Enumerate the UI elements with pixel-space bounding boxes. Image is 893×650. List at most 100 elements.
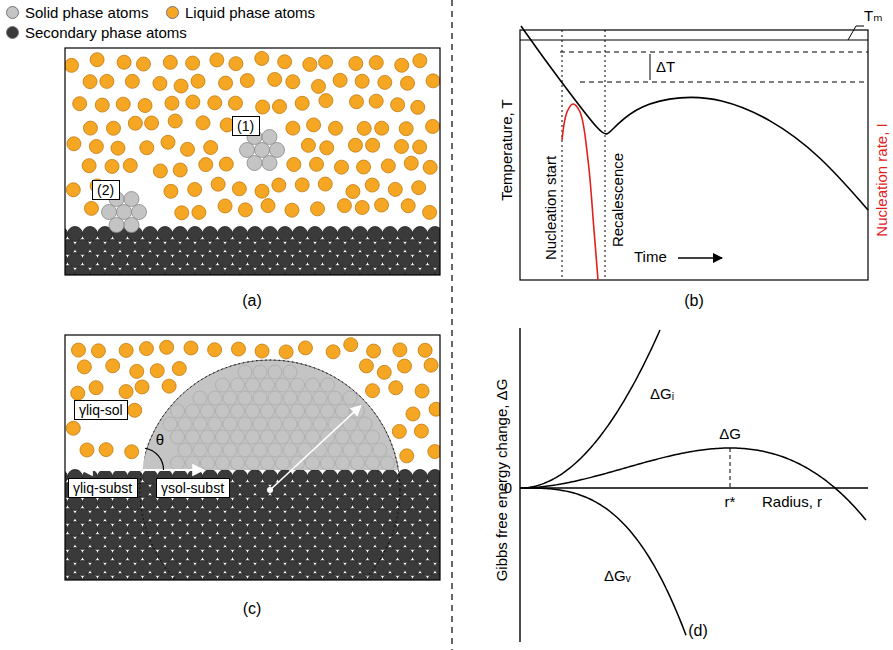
substrate-atom	[353, 253, 368, 268]
liquid-atom	[285, 203, 299, 217]
substrate-atom	[353, 548, 368, 563]
liquid-atom	[344, 338, 358, 352]
substrate-atom	[128, 574, 143, 581]
substrate-atom	[165, 509, 180, 524]
liquid-atom	[172, 362, 186, 376]
time-arrow	[678, 257, 722, 259]
solid-atom	[240, 143, 255, 158]
substrate-atom	[188, 253, 203, 268]
liquid-atom	[388, 182, 402, 196]
substrate-atom	[150, 240, 165, 255]
substrate-atom	[83, 548, 98, 563]
substrate-atom	[383, 548, 398, 563]
substrate-atom	[75, 561, 90, 576]
liquid-atom	[295, 96, 309, 110]
liquid-atom	[89, 140, 103, 154]
substrate-atom	[413, 496, 428, 511]
substrate-atom	[338, 522, 353, 537]
liquid-atom	[65, 58, 79, 72]
liquid-atom	[231, 342, 245, 356]
substrate-atom	[188, 227, 203, 242]
liquid-atom	[334, 160, 348, 174]
text-label: ΔT	[656, 59, 675, 76]
liquid-atom	[119, 385, 133, 399]
legend-swatch	[6, 6, 19, 19]
substrate-atom	[135, 509, 150, 524]
substrate-atom	[383, 227, 398, 242]
substrate-atom	[248, 522, 263, 537]
liquid-atom	[375, 121, 389, 135]
substrate-atom	[68, 548, 83, 563]
liquid-atom	[400, 76, 414, 90]
legend-text: Liquid phase atoms	[185, 4, 315, 21]
substrate-atom	[75, 535, 90, 550]
liquid-atom	[130, 364, 144, 378]
liquid-atom	[375, 198, 389, 212]
text-label: 0	[504, 480, 512, 497]
solid-nucleus	[140, 360, 400, 470]
substrate-atom	[225, 535, 240, 550]
substrate-atom	[278, 496, 293, 511]
liquid-atom	[161, 135, 175, 149]
liquid-atom	[84, 201, 98, 215]
substrate-atom	[120, 535, 135, 550]
text-label: Time	[634, 249, 667, 266]
liquid-atom	[191, 74, 205, 88]
substrate-atom	[315, 509, 330, 524]
substrate-atom	[413, 253, 428, 268]
substrate-atom	[383, 496, 398, 511]
substrate-atom	[270, 509, 285, 524]
legend-entry: Liquid phase atoms	[166, 4, 315, 21]
substrate-atom	[420, 266, 435, 276]
liquid-atom	[310, 157, 324, 171]
substrate-atom	[240, 535, 255, 550]
liquid-atom	[359, 359, 373, 373]
liquid-atom	[377, 365, 391, 379]
substrate-atom	[270, 266, 285, 276]
substrate-atom	[360, 483, 375, 498]
liquid-atom	[367, 344, 381, 358]
substrate-atom	[203, 522, 218, 537]
liquid-atom	[426, 119, 440, 133]
substrate-atom	[90, 561, 105, 576]
substrate-atom	[255, 561, 270, 576]
substrate-atom	[135, 266, 150, 276]
substrate-atom	[173, 227, 188, 242]
substrate-atom	[240, 483, 255, 498]
liquid-atom	[320, 141, 334, 155]
text-label: (b)	[684, 292, 704, 310]
liquid-atom	[395, 58, 409, 72]
liquid-atom	[272, 100, 286, 114]
solid-atom	[255, 143, 270, 158]
liquid-atom	[418, 343, 432, 357]
liquid-atom	[349, 95, 363, 109]
solid-atom	[102, 205, 117, 220]
liquid-atom	[392, 424, 406, 438]
substrate-atom	[330, 483, 345, 498]
text-label: r*	[725, 494, 736, 511]
liquid-atom	[66, 183, 80, 197]
substrate-atom	[428, 253, 441, 268]
substrate-atom	[173, 253, 188, 268]
text-label: Nucleation start	[543, 156, 560, 260]
substrate-atom	[113, 548, 128, 563]
liquid-atom	[117, 55, 131, 69]
liquid-atom	[398, 359, 412, 373]
liquid-atom	[286, 75, 300, 89]
substrate-atom	[270, 561, 285, 576]
liquid-atom	[229, 57, 243, 71]
liquid-atom	[255, 184, 269, 198]
liquid-atom	[318, 177, 332, 191]
liquid-atom	[369, 94, 383, 108]
liquid-atom	[145, 116, 159, 130]
liquid-atom	[389, 381, 403, 395]
substrate-atom	[165, 266, 180, 276]
substrate-atom	[345, 483, 360, 498]
substrate-atom	[218, 522, 233, 537]
liquid-atom	[186, 56, 200, 70]
substrate-atom	[150, 535, 165, 550]
substrate-atom	[98, 574, 113, 581]
liquid-atom	[311, 79, 325, 93]
liquid-atom	[82, 159, 96, 173]
substrate-atom	[420, 561, 435, 576]
